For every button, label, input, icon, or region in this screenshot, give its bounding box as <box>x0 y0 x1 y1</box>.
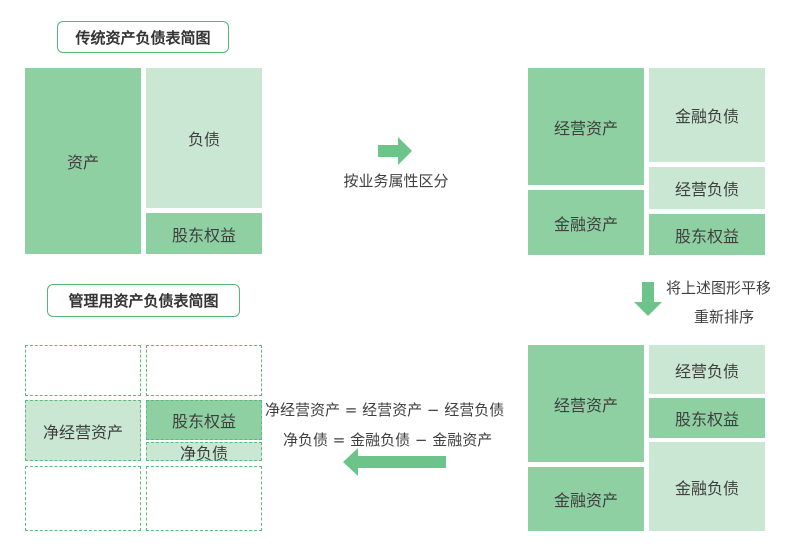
operating-asset-block-3: 经营资产 <box>528 345 644 462</box>
left-arrow-icon <box>343 448 446 476</box>
shift-reorder-label-1: 将上述图形平移 <box>666 279 772 297</box>
operating-liability-block-3: 经营负债 <box>649 345 765 394</box>
equity-label: 股东权益 <box>171 225 236 245</box>
operating-asset-label-3: 经营资产 <box>553 395 618 415</box>
financial-asset-block-3: 金融资产 <box>528 467 644 531</box>
net-debt-block: 净负债 <box>146 442 262 463</box>
net-operating-asset-label: 净经营资产 <box>42 422 123 442</box>
financial-asset-label-3: 金融资产 <box>553 491 618 510</box>
financial-asset-label: 金融资产 <box>553 214 618 234</box>
operating-liability-block: 经营负债 <box>649 167 765 209</box>
net-operating-asset-block: 净经营资产 <box>25 400 141 461</box>
equity-label-2: 股东权益 <box>674 226 739 246</box>
equity-label-4: 股东权益 <box>171 412 236 431</box>
liability-block: 负债 <box>146 68 262 208</box>
operating-liability-label-3: 经营负债 <box>674 361 739 381</box>
net-debt-label: 净负债 <box>179 443 228 463</box>
operating-asset-label: 经营资产 <box>553 118 618 138</box>
net-debt-formula: 净负债 = 金融负债 − 金融资产 <box>283 431 493 449</box>
grid-cell-top-right <box>146 345 262 396</box>
operating-liability-label: 经营负债 <box>674 180 739 199</box>
net-operating-asset-formula: 净经营资产 = 经营资产 − 经营负债 <box>265 401 505 419</box>
traditional-balance-sheet-title: 传统资产负债表简图 <box>57 21 229 53</box>
asset-label: 资产 <box>66 153 99 172</box>
grid-cell-top-left <box>25 345 141 396</box>
operating-asset-block: 经营资产 <box>528 68 644 185</box>
equity-label-3: 股东权益 <box>674 410 739 429</box>
classify-by-business-label: 按业务属性区分 <box>343 172 449 190</box>
equity-block-2: 股东权益 <box>649 214 765 255</box>
equity-block-3: 股东权益 <box>649 398 765 438</box>
financial-liability-label: 金融负债 <box>674 107 739 126</box>
financial-liability-block: 金融负债 <box>649 68 765 162</box>
financial-liability-block-3: 金融负债 <box>649 442 765 531</box>
financial-liability-label-3: 金融负债 <box>674 478 739 498</box>
equity-block: 股东权益 <box>146 213 262 254</box>
grid-cell-bottom-right <box>146 466 262 531</box>
down-arrow-icon <box>634 282 662 316</box>
grid-cell-bottom-left <box>25 466 141 531</box>
liability-label: 负债 <box>187 130 220 149</box>
shift-reorder-label-2: 重新排序 <box>694 308 755 326</box>
management-balance-sheet-title: 管理用资产负债表简图 <box>47 284 240 317</box>
equity-block-4: 股东权益 <box>146 400 262 440</box>
asset-block: 资产 <box>25 68 141 254</box>
financial-asset-block: 金融资产 <box>528 190 644 255</box>
right-arrow-icon <box>378 137 412 165</box>
